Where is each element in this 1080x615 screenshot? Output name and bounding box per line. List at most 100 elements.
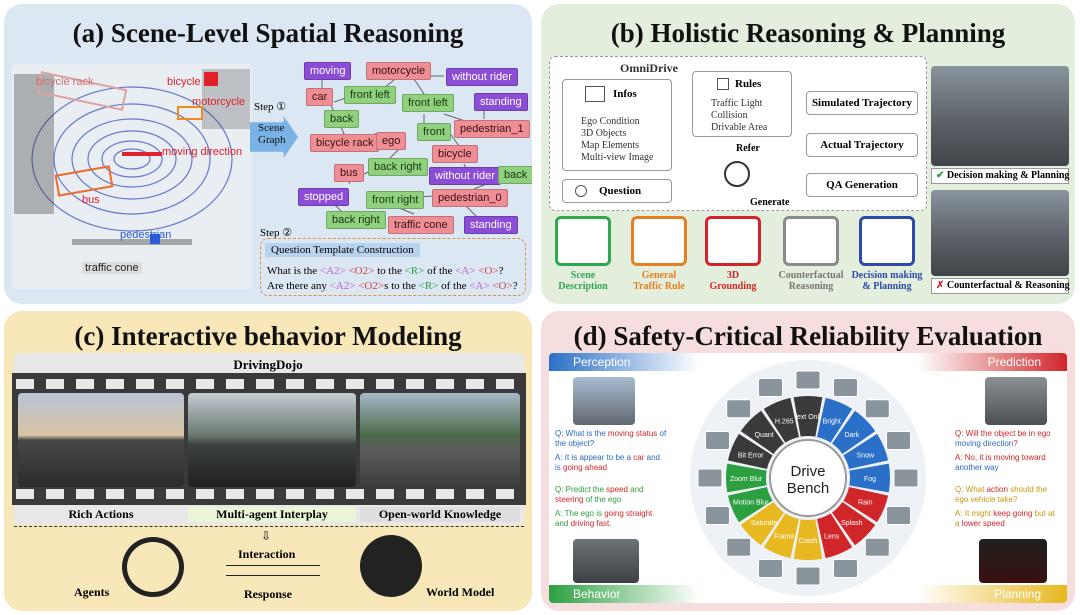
task-label: Scene xyxy=(570,270,596,281)
check-icon: ✔ xyxy=(936,170,947,181)
moving-direction-label: moving direction xyxy=(162,146,243,158)
infos-title: Infos xyxy=(613,88,637,100)
infos-list: Ego Condition 3D Objects Map Elements Mu… xyxy=(581,116,653,164)
qa-text: Q: What xyxy=(955,485,987,494)
behavior-answer: A: The ego is going straight and driving… xyxy=(555,509,667,529)
qa-text: A: No, it is moving toward xyxy=(955,453,1046,462)
task-label: Decision making xyxy=(851,270,923,281)
ring-segment xyxy=(832,502,876,546)
perception-photo xyxy=(573,377,635,425)
perception-question: Q: What is the moving status of the obje… xyxy=(555,429,667,449)
infos-item: 3D Objects xyxy=(581,128,627,139)
scene-description-icon xyxy=(555,216,611,266)
corruption-thumbnail xyxy=(893,468,919,488)
drivebench-ring: Text OnlyBrightDarkSnowFogRainSplashLens… xyxy=(690,360,926,596)
ring-segment-label: Rain xyxy=(858,500,873,507)
node-back-right-1: back right xyxy=(368,158,428,176)
node-back-right-2: back right xyxy=(326,211,386,229)
ring-segment xyxy=(843,433,889,469)
corruption-thumbnail xyxy=(833,559,859,579)
node-front-left-2: front left xyxy=(402,94,454,112)
q2-end: ? xyxy=(512,280,518,292)
center-label-drive: Drive xyxy=(790,463,825,480)
corruption-thumbnail xyxy=(726,399,752,419)
steering-wheel-icon xyxy=(122,537,184,597)
simulated-trajectory-box: Simulated Trajectory xyxy=(806,91,918,115)
agents-label: Agents xyxy=(74,585,110,599)
qa-text: Q: Predict the xyxy=(555,485,607,494)
ring-segment-label: Lens xyxy=(824,533,840,540)
qa-text: and xyxy=(555,519,571,528)
behavior-photo xyxy=(573,539,639,583)
q2-of: of the xyxy=(438,280,470,292)
infos-item: Map Elements xyxy=(581,140,640,151)
film-perforations-top xyxy=(16,379,520,389)
caption-multi-agent: Multi-agent Interplay xyxy=(188,507,356,522)
q1-pre: What is the xyxy=(267,265,320,277)
node-standing-1: standing xyxy=(474,93,528,111)
question-label: Question xyxy=(599,185,642,197)
counterfactual-icon xyxy=(783,216,839,266)
caption-rich-actions: Rich Actions xyxy=(68,507,134,521)
node-without-rider-2: without rider xyxy=(429,167,501,185)
bicycle-box xyxy=(204,72,218,86)
planning-icon xyxy=(859,216,915,266)
scene-graph-label-1: Scene xyxy=(258,122,285,134)
qa-text: Q: What is the xyxy=(555,429,608,438)
prediction-banner xyxy=(917,353,1067,371)
qa-text: Q: Will the object be in ego xyxy=(955,429,1051,438)
q2-a2: <A2> xyxy=(329,280,356,292)
step-2-label: Step ② xyxy=(260,227,293,239)
node-ego: ego xyxy=(376,132,407,150)
counterfactual-caption-text: Counterfactual & Reasoning xyxy=(946,280,1070,291)
rich-actions-photo xyxy=(18,393,184,487)
q2-mid: s to the xyxy=(384,280,419,292)
open-world-photo xyxy=(360,393,520,487)
node-standing-2: standing xyxy=(464,216,518,234)
q1-a2: <A2> xyxy=(319,265,346,277)
ring-segment-label: Fog xyxy=(864,476,876,483)
llm-icon xyxy=(724,161,750,187)
ring-segment xyxy=(763,513,799,559)
panel-safety-critical-evaluation: (d) Safety-Critical Reliability Evaluati… xyxy=(541,311,1075,611)
corruption-thumbnail xyxy=(795,370,821,390)
q1-mid: to the xyxy=(374,265,405,277)
qa-highlight: going straight xyxy=(604,509,653,518)
question-box: Question xyxy=(562,179,672,203)
omnidrive-label: OmniDrive xyxy=(620,61,678,75)
corruption-thumbnail xyxy=(833,377,859,397)
street-photo-counterfactual xyxy=(931,190,1069,276)
decision-caption-text: Decision making & Planning xyxy=(946,170,1070,181)
cross-icon: ✗ xyxy=(936,280,947,291)
camera-icon xyxy=(585,86,605,102)
ring-segment xyxy=(727,487,773,523)
prediction-answer: A: No, it is moving toward another way xyxy=(955,453,1061,473)
multi-agent-photo xyxy=(188,393,356,487)
node-back-2: back xyxy=(498,166,532,184)
planning-qa: Q: What action should the ego vehicle ta… xyxy=(955,485,1061,529)
qa-highlight: driving fast xyxy=(570,519,610,528)
q1-of: of the xyxy=(424,265,456,277)
q2-o: <O> xyxy=(492,280,513,292)
prediction-question: Q: Will the object be in ego moving dire… xyxy=(955,429,1061,449)
q2-a: <A> xyxy=(469,280,490,292)
node-traffic-cone: traffic cone xyxy=(388,216,454,234)
ring-segment-label: Frame xyxy=(774,533,794,540)
ring-segment-label: Motion Blur xyxy=(733,500,769,507)
q1-r: <R> xyxy=(404,265,425,277)
pedestrian-marker xyxy=(150,234,160,244)
planning-banner xyxy=(917,585,1067,603)
ring-segment xyxy=(817,397,853,443)
infos-box: Infos Ego Condition 3D Objects Map Eleme… xyxy=(562,79,672,171)
ring-segment-label: Text Only xyxy=(793,414,823,421)
corruption-thumbnail xyxy=(726,537,752,557)
panel-b-title: (b) Holistic Reasoning & Planning xyxy=(610,18,1006,48)
q1-o: <O> xyxy=(478,265,499,277)
qa-highlight: car xyxy=(633,453,645,462)
ring-segment xyxy=(763,397,799,443)
node-stopped: stopped xyxy=(298,188,350,206)
rules-icon xyxy=(717,78,729,90)
